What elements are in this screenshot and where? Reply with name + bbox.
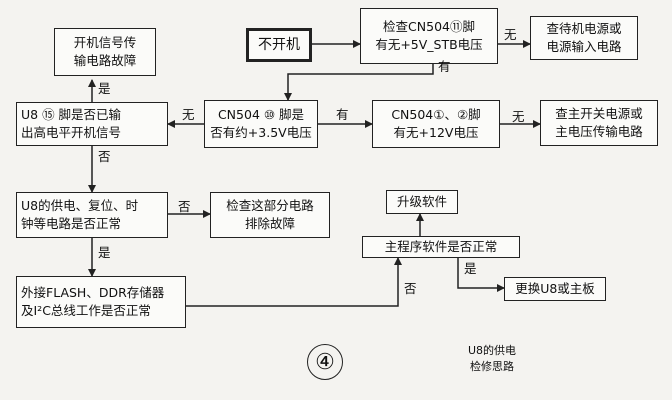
label-yes-pin10: 有 <box>336 107 349 122</box>
box-upgrade-software: 升级软件 <box>386 190 458 214</box>
box-check-main-switch: 查主开关电源或 主电压传输电路 <box>540 100 658 146</box>
box-cn504-pin10: CN504 ⑩ 脚是 否有约+3.5V电压 <box>204 100 318 148</box>
box-flash-ddr-i2c: 外接FLASH、DDR存储器 及I²C总线工作是否正常 <box>16 276 186 328</box>
label-is-mainprogram: 是 <box>464 261 477 276</box>
box-main-program: 主程序软件是否正常 <box>362 236 520 258</box>
box-check-cn504-pin11: 检查CN504⑪脚 有无+5V_STB电压 <box>360 8 498 64</box>
box-power-signal-fault: 开机信号传 输电路故障 <box>54 28 156 76</box>
box-no-power: 不开机 <box>246 28 312 62</box>
label-no-pin10: 无 <box>182 107 195 122</box>
page-number: ④ <box>307 344 343 380</box>
box-replace-u8: 更换U8或主板 <box>504 277 606 301</box>
figure-caption: U8的供电 检修思路 <box>467 344 517 373</box>
label-no-pin12: 无 <box>512 109 525 124</box>
label-is-supply: 是 <box>98 245 111 260</box>
label-not-supply: 否 <box>178 199 191 214</box>
label-not-pin115: 否 <box>98 149 111 164</box>
arrow-flash-to-mainprogram <box>186 257 402 307</box>
label-is-pin115: 是 <box>98 81 111 96</box>
box-u8-supply-reset-clock: U8的供电、复位、时 钟等电路是否正常 <box>16 192 168 238</box>
box-cn504-pin1-2: CN504①、②脚 有无+12V电压 <box>372 100 500 148</box>
arrow-mainprogram-to-replace <box>457 258 505 292</box>
box-u8-pin115: U8 ⑮ 脚是否已输 出高电平开机信号 <box>16 102 168 146</box>
label-yes-pin11: 有 <box>438 59 451 74</box>
label-no-pin11: 无 <box>504 27 517 42</box>
arrow-pin11-to-pin10 <box>284 64 434 101</box>
box-check-this-circuit: 检查这部分电路 排除故障 <box>210 192 330 238</box>
label-not-flash: 否 <box>404 281 417 296</box>
box-check-standby-power: 查待机电源或 电源输入电路 <box>530 16 638 60</box>
